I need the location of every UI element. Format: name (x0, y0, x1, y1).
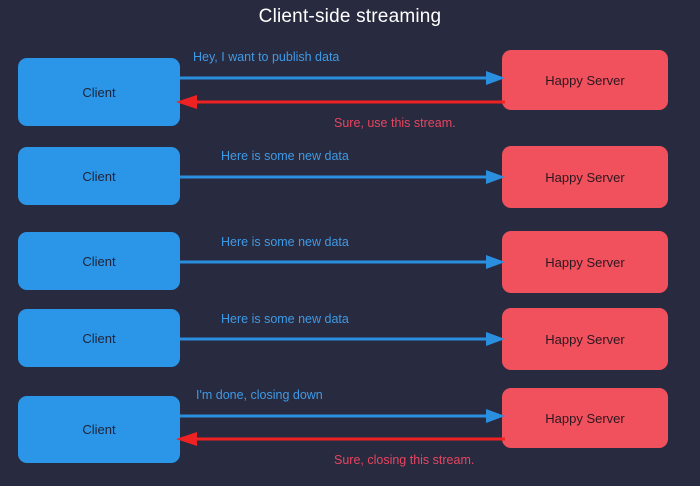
request-arrow-5 (180, 409, 505, 423)
request-label-2: Here is some new data (221, 149, 349, 163)
response-label-5: Sure, closing this stream. (334, 453, 475, 467)
request-label-5: I'm done, closing down (196, 388, 323, 402)
client-node-3[interactable]: Client (18, 232, 180, 290)
response-arrow-5 (176, 432, 505, 446)
server-node-label: Happy Server (545, 331, 625, 347)
client-node-label: Client (82, 84, 116, 100)
server-node-label: Happy Server (545, 254, 625, 270)
server-node-5[interactable]: Happy Server (502, 388, 668, 448)
request-arrow-2 (180, 170, 505, 184)
client-node-2[interactable]: Client (18, 147, 180, 205)
request-arrow-4 (180, 332, 505, 346)
server-node-1[interactable]: Happy Server (502, 50, 668, 110)
server-node-label: Happy Server (545, 72, 625, 88)
client-node-label: Client (82, 422, 116, 437)
client-node-4[interactable]: Client (18, 309, 180, 367)
server-node-2[interactable]: Happy Server (502, 146, 668, 208)
request-arrow-3 (180, 255, 505, 269)
server-node-label: Happy Server (545, 410, 625, 426)
server-node-3[interactable]: Happy Server (502, 231, 668, 293)
client-node-label: Client (82, 168, 116, 184)
request-arrow-1 (180, 71, 505, 85)
request-label-4: Here is some new data (221, 312, 349, 326)
page-title: Client-side streaming (258, 6, 442, 27)
server-node-label: Happy Server (545, 169, 625, 185)
client-node-label: Client (82, 330, 116, 346)
client-node-5[interactable]: Client (18, 396, 180, 463)
request-label-3: Here is some new data (221, 235, 349, 249)
response-label-1: Sure, use this stream. (334, 116, 456, 130)
request-label-1: Hey, I want to publish data (193, 50, 340, 64)
client-node-label: Client (82, 253, 116, 269)
response-arrow-1 (176, 95, 505, 109)
server-node-4[interactable]: Happy Server (502, 308, 668, 370)
client-node-1[interactable]: Client (18, 58, 180, 126)
